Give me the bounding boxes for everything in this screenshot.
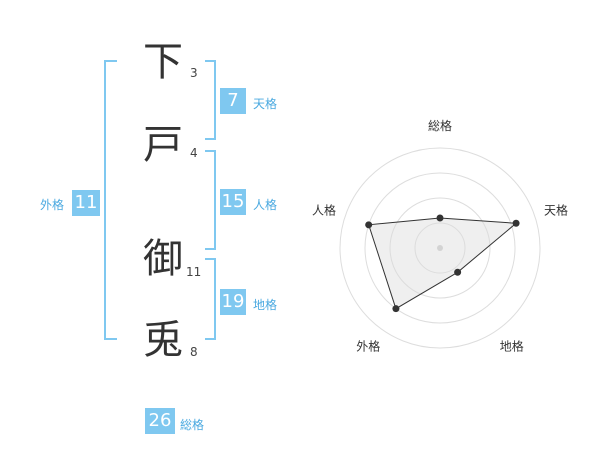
gaikaku-value: 11 xyxy=(72,190,100,216)
soukaku-label: 総格 xyxy=(180,418,205,432)
radar-polygon xyxy=(368,217,518,310)
chikaku-bracket xyxy=(205,258,216,340)
radar-ring xyxy=(389,197,491,299)
radar-center xyxy=(437,245,443,251)
stroke-count-3: 11 xyxy=(186,265,202,279)
soukaku-value: 26 xyxy=(145,408,175,434)
jinkaku-label: 人格 xyxy=(253,198,278,212)
stroke-count-2: 4 xyxy=(190,146,198,160)
chikaku-value: 19 xyxy=(220,289,246,315)
radar-ring xyxy=(414,222,466,274)
radar-axis-label: 天格 xyxy=(544,202,568,217)
radar-ring xyxy=(364,172,516,324)
gaikaku-label: 外格 xyxy=(40,198,65,212)
name-char-1: 下 xyxy=(143,39,183,85)
name-char-4: 兎 xyxy=(143,317,183,363)
radar-ring xyxy=(339,147,541,349)
stroke-count-1: 3 xyxy=(190,66,198,80)
radar-point xyxy=(436,214,444,222)
radar-point xyxy=(512,219,520,227)
jinkaku-value: 15 xyxy=(220,189,246,215)
radar-axis-label: 地格 xyxy=(500,339,524,354)
jinkaku-bracket xyxy=(205,150,216,250)
radar-axis-label: 人格 xyxy=(312,202,336,217)
radar-axis-label: 総格 xyxy=(428,118,452,133)
radar-axis-label: 外格 xyxy=(356,339,380,354)
tenkaku-value: 7 xyxy=(220,88,246,114)
radar-point xyxy=(365,221,373,229)
tenkaku-label: 天格 xyxy=(253,97,278,111)
gaikaku-bracket xyxy=(104,60,117,340)
chikaku-label: 地格 xyxy=(253,298,278,312)
name-char-2: 戸 xyxy=(143,122,183,168)
name-char-3: 御 xyxy=(143,236,183,282)
radar-point xyxy=(392,305,400,313)
stroke-count-4: 8 xyxy=(190,345,198,359)
radar-point xyxy=(454,268,462,276)
tenkaku-bracket xyxy=(205,60,216,140)
